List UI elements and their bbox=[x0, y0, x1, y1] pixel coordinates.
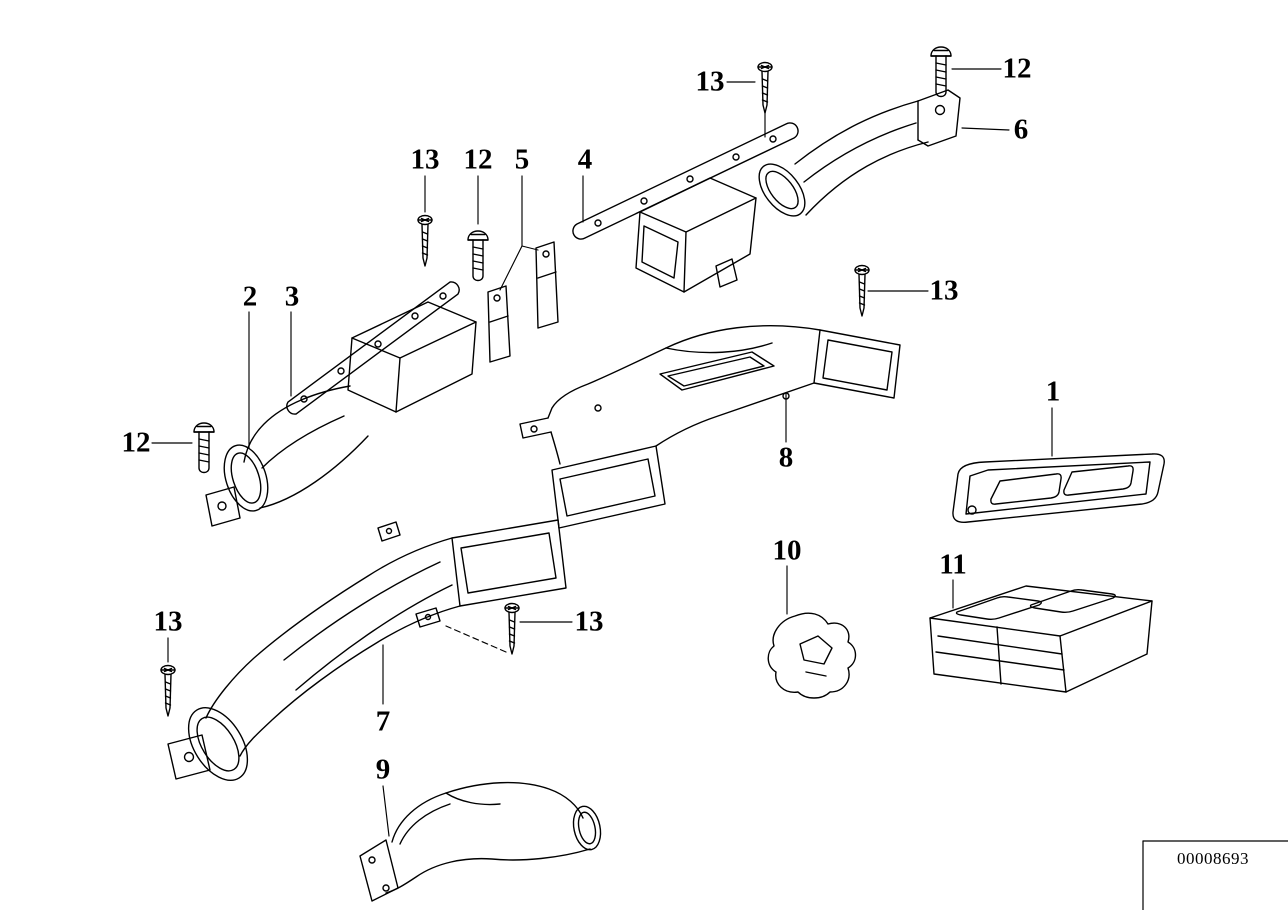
part-label-5[interactable]: 5 bbox=[514, 143, 530, 176]
part-label-12-top-right[interactable]: 12 bbox=[1002, 52, 1032, 85]
part-5-bracket-drawings bbox=[487, 241, 559, 363]
part-label-3[interactable]: 3 bbox=[284, 280, 300, 313]
part-label-9[interactable]: 9 bbox=[375, 753, 391, 786]
part-13-screw-drawing bbox=[854, 264, 870, 317]
leader-lines bbox=[151, 68, 1053, 837]
part-label-12-left[interactable]: 12 bbox=[121, 426, 151, 459]
part-12-bolt-drawing bbox=[930, 46, 952, 98]
part-label-7[interactable]: 7 bbox=[375, 705, 391, 738]
part-13-screw-drawing bbox=[160, 664, 176, 717]
part-label-8[interactable]: 8 bbox=[778, 441, 794, 474]
part-12-bolt-drawing bbox=[467, 230, 489, 282]
part-8-drawing bbox=[519, 325, 901, 529]
part-label-2[interactable]: 2 bbox=[242, 280, 258, 313]
part-13-screw-drawing bbox=[504, 602, 520, 655]
part-6-drawing bbox=[758, 89, 961, 217]
part-label-10[interactable]: 10 bbox=[772, 534, 802, 567]
part-label-13-upper-left[interactable]: 13 bbox=[410, 143, 440, 176]
part-label-4[interactable]: 4 bbox=[577, 143, 593, 176]
part-7-drawing bbox=[167, 519, 567, 781]
part-12-bolt-drawing bbox=[193, 422, 215, 474]
part-9-drawing bbox=[359, 781, 602, 902]
part-10-drawing bbox=[767, 612, 857, 699]
code-frame bbox=[1142, 840, 1288, 910]
part-label-6[interactable]: 6 bbox=[1013, 113, 1029, 146]
part-2-drawing bbox=[205, 385, 369, 527]
part-13-screw-drawing bbox=[417, 214, 433, 267]
part-label-1[interactable]: 1 bbox=[1045, 375, 1061, 408]
part-1-drawing bbox=[952, 453, 1165, 523]
part-11-drawing bbox=[929, 585, 1153, 693]
part-4-drawing bbox=[572, 122, 799, 293]
part-label-11[interactable]: 11 bbox=[939, 548, 967, 581]
part-3-drawing bbox=[286, 281, 477, 415]
part-label-13-top[interactable]: 13 bbox=[695, 65, 725, 98]
part-label-13-bottom-left[interactable]: 13 bbox=[153, 605, 183, 638]
part-label-13-bottom-center[interactable]: 13 bbox=[574, 605, 604, 638]
drawing-code: 00008693 bbox=[1177, 849, 1249, 868]
part-13-screw-drawing bbox=[757, 61, 773, 114]
part-label-12-upper-left[interactable]: 12 bbox=[463, 143, 493, 176]
part-label-13-right[interactable]: 13 bbox=[929, 274, 959, 307]
